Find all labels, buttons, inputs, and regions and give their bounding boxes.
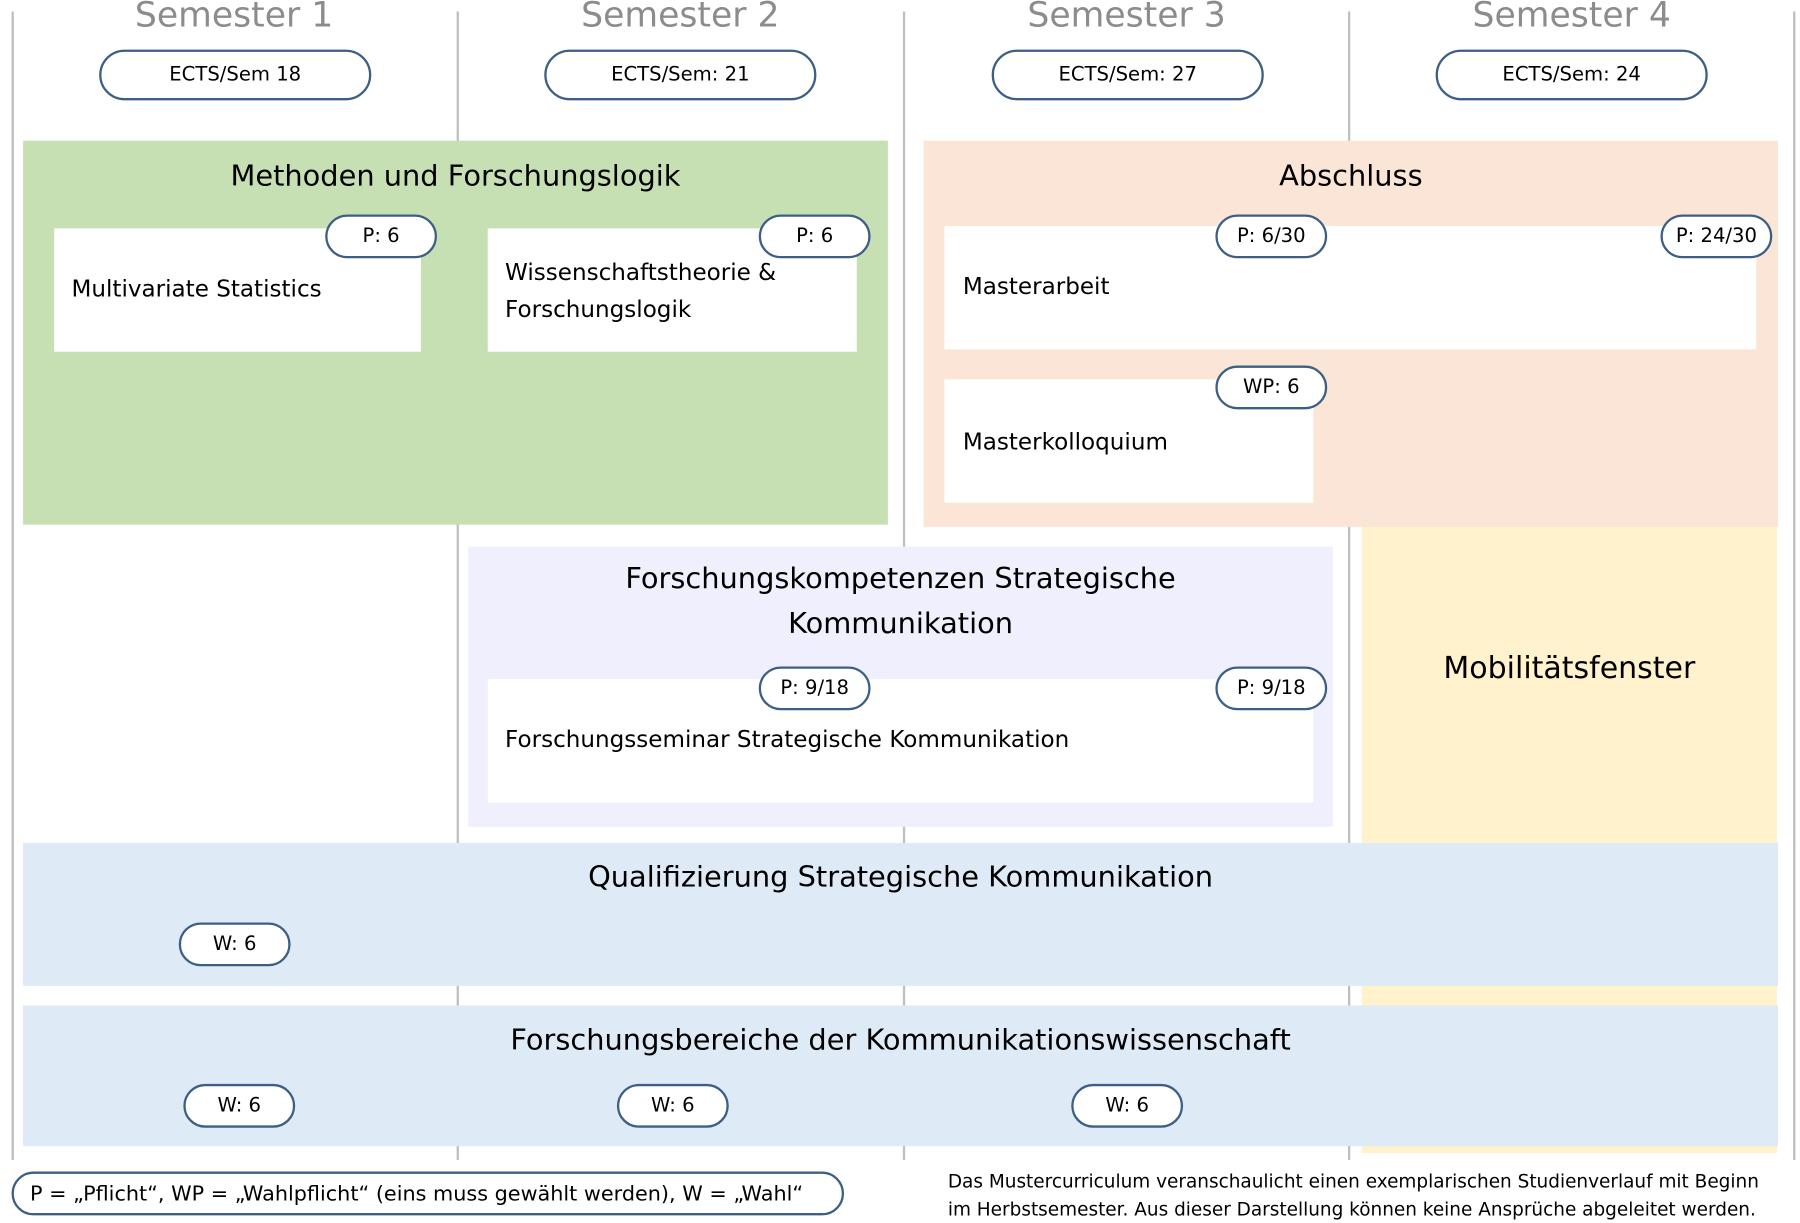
semester-1-title: Semester 1: [134, 0, 334, 36]
module-multivariate-statistics: Multivariate Statistics: [54, 228, 421, 352]
credit-badge: P: 6: [758, 214, 871, 259]
legend-text: P = „Pflicht“, WP = „Wahlpflicht“ (eins …: [29, 1181, 804, 1206]
credit-badge: P: 6/30: [1215, 214, 1328, 259]
credit-badge: W: 6: [183, 1083, 296, 1128]
credit-badge: W: 6: [616, 1083, 729, 1128]
forschungsbereiche-title: Forschungsbereiche der Kommunikationswis…: [510, 1022, 1291, 1057]
module-label: Masterkolloquium: [962, 427, 1168, 456]
semester-divider-line: [11, 11, 14, 1161]
legend-box: P = „Pflicht“, WP = „Wahlpflicht“ (eins …: [11, 1171, 845, 1216]
credit-badge: W: 6: [178, 922, 291, 967]
semester-4-ects-pill: ECTS/Sem: 24: [1435, 49, 1708, 101]
semester-divider-line: [1793, 11, 1796, 1161]
semester-3-title: Semester 3: [1027, 0, 1226, 36]
disclaimer-line-1: Das Mustercurriculum veranschaulicht ein…: [947, 1170, 1759, 1193]
module-forschungsseminar: Forschungsseminar Strategische Kommunika…: [487, 679, 1314, 803]
module-label: Multivariate Statistics: [71, 274, 322, 303]
methoden-title: Methoden und Forschungslogik: [230, 159, 681, 193]
module-label: Forschungsseminar Strategische Kommunika…: [505, 725, 1070, 753]
mobilitaetsfenster-title: Mobilitätsfenster: [1443, 651, 1696, 687]
semester-3-ects-pill: ECTS/Sem: 27: [991, 49, 1264, 101]
module-masterarbeit: Masterarbeit: [944, 226, 1757, 350]
credit-badge: W: 6: [1071, 1083, 1184, 1128]
credit-badge: P: 9/18: [1215, 666, 1328, 711]
forschungsbereiche-group: Forschungsbereiche der Kommunikationswis…: [23, 1005, 1779, 1147]
module-label: Masterarbeit: [962, 272, 1110, 300]
forschungskompetenzen-title-line-1: Forschungskompetenzen Strategische: [625, 561, 1176, 595]
semester-divider-line: [456, 11, 459, 1161]
semester-divider-line: [1347, 11, 1351, 1161]
abschluss-title: Abschluss: [1279, 159, 1423, 193]
disclaimer-note: Das Mustercurriculum veranschaulicht ein…: [948, 1168, 1800, 1223]
semester-2-ects-pill: ECTS/Sem: 21: [544, 49, 817, 101]
semester-2-title: Semester 2: [581, 0, 780, 36]
qualifizierung-group: Qualifizierung Strategische Kommunikatio…: [23, 842, 1779, 986]
disclaimer-line-2: im Herbstsemester. Aus dieser Darstellun…: [947, 1198, 1756, 1220]
credit-badge: P: 6: [325, 214, 438, 259]
semester-4-title: Semester 4: [1472, 0, 1671, 36]
module-label-line-2: Forschungslogik: [505, 295, 692, 323]
credit-badge: P: 24/30: [1660, 214, 1773, 259]
qualifizierung-title: Qualifizierung Strategische Kommunikatio…: [588, 860, 1214, 894]
credit-badge: WP: 6: [1215, 365, 1328, 410]
module-label-line-1: Wissenschaftstheorie &: [505, 258, 777, 286]
credit-badge: P: 9/18: [758, 666, 871, 711]
semester-1-ects-pill: ECTS/Sem 18: [99, 49, 372, 101]
forschungskompetenzen-title-line-2: Kommunikation: [788, 606, 1014, 640]
